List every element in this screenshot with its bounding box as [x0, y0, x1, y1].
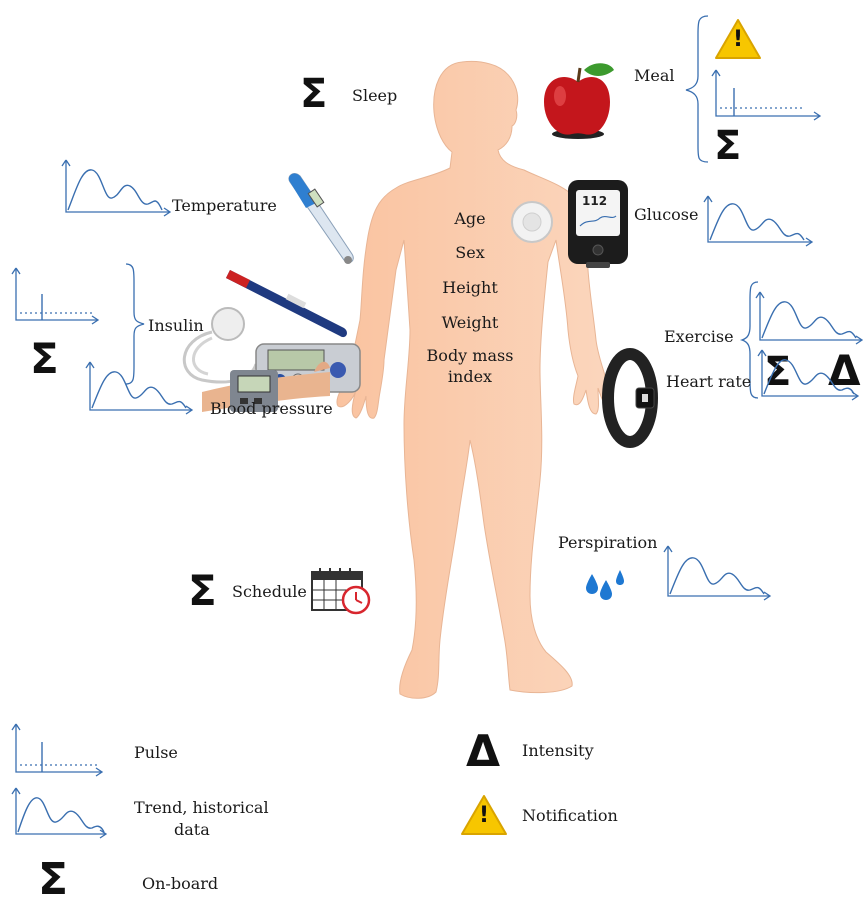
legend-onboard-label: On-board [142, 874, 218, 894]
schedule-onboard-sigma-icon: Σ [188, 570, 217, 612]
temperature-label: Temperature [172, 196, 277, 216]
water-drops-icon [584, 568, 628, 608]
blood-pressure-label: Blood pressure [210, 399, 333, 419]
schedule-label: Schedule [232, 582, 307, 602]
legend-trend-chart [12, 788, 108, 836]
exercise-trend-chart [756, 292, 863, 342]
sleep-label: Sleep [352, 86, 397, 106]
insulin-onboard-sigma-icon: Σ [30, 338, 59, 380]
legend-pulse-chart [12, 724, 104, 774]
body-attribute-sex: Sex [410, 243, 530, 263]
thermometer-icon [284, 172, 364, 272]
legend-warning-mark: ! [476, 803, 492, 828]
legend-onboard-sigma-icon: Σ [38, 858, 68, 902]
meal-brace [682, 14, 712, 164]
heart-rate-trend-chart [758, 350, 862, 398]
perspiration-label: Perspiration [558, 533, 657, 553]
legend-notification-label: Notification [522, 806, 618, 826]
meal-label: Meal [634, 66, 675, 86]
calendar-clock-icon [310, 566, 372, 614]
glucose-label: Glucose [634, 205, 698, 225]
heart-rate-label: Heart rate [666, 372, 751, 392]
body-attribute-bmi-line1: Body mass [410, 346, 530, 366]
body-attribute-height: Height [410, 278, 530, 298]
meal-warning-mark: ! [730, 27, 746, 52]
glucose-reading-value: 112 [582, 194, 607, 208]
legend-intensity-delta-icon: Δ [466, 730, 500, 774]
fitness-band-icon [600, 348, 660, 448]
exercise-label: Exercise [664, 327, 734, 347]
body-attribute-bmi-line2: index [410, 367, 530, 387]
glucose-reader-icon [566, 178, 630, 270]
legend-intensity-label: Intensity [522, 741, 594, 761]
meal-onboard-sigma-icon: Σ [714, 126, 741, 166]
legend-pulse-label: Pulse [134, 743, 178, 763]
temperature-trend-chart [62, 160, 172, 215]
legend-trend-label-line2: data [174, 820, 210, 840]
apple-icon [538, 60, 618, 140]
blood-pressure-trend-chart [86, 362, 196, 412]
body-attribute-weight: Weight [410, 313, 530, 333]
sleep-onboard-sigma-icon: Σ [300, 74, 327, 114]
glucose-trend-chart [704, 196, 814, 244]
insulin-pulse-chart [12, 268, 102, 323]
perspiration-trend-chart [664, 546, 774, 598]
glucose-sensor-icon [510, 200, 554, 244]
meal-pulse-chart [712, 70, 822, 120]
legend-trend-label-line1: Trend, historical [134, 798, 269, 818]
